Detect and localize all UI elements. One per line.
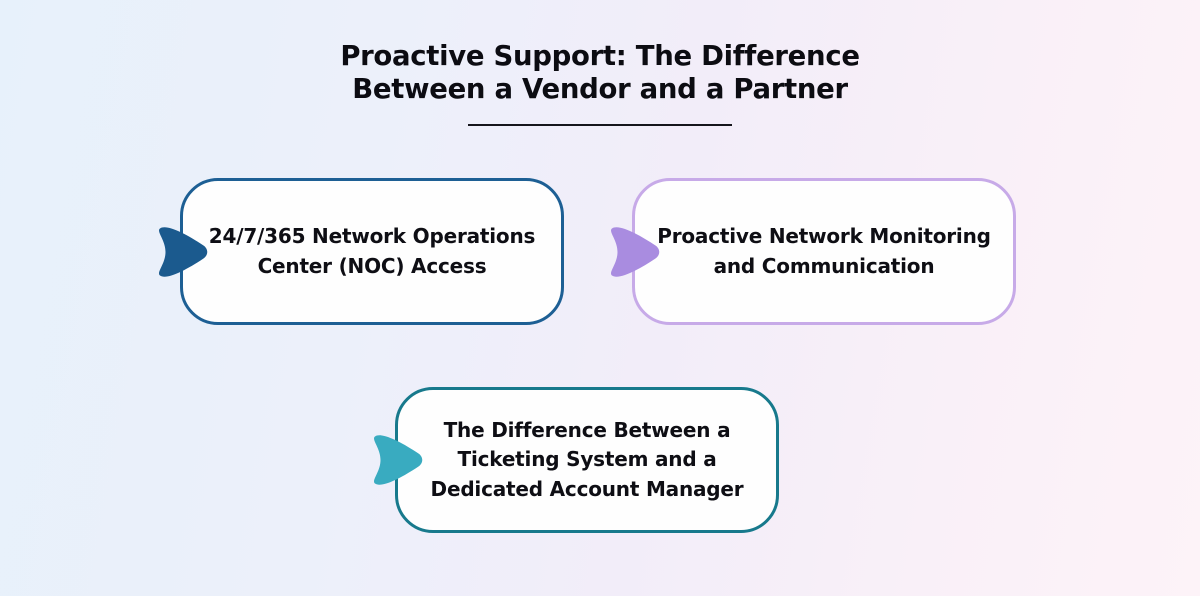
card-label: The Difference Between a Ticketing Syste… — [417, 416, 758, 505]
page-title-line-2: Between a Vendor and a Partner — [352, 73, 848, 105]
card-label: 24/7/365 Network Operations Center (NOC)… — [195, 222, 549, 281]
card-label-line: Proactive Network Monitoring — [657, 224, 991, 248]
title-underline — [468, 124, 732, 126]
card-label-line: Center (NOC) Access — [257, 253, 487, 278]
page-title-line-1: Proactive Support: The Difference — [340, 40, 860, 72]
card-dedicated-account-manager: The Difference Between a Ticketing Syste… — [374, 387, 779, 533]
card-label-line: The Difference Between a — [443, 417, 731, 442]
card-label-line: and Communication — [713, 253, 935, 278]
card-label-line: 24/7/365 Network Operations — [208, 224, 536, 248]
arrow-right-icon — [374, 435, 423, 485]
arrow-right-icon — [611, 226, 660, 277]
card-label-line: Dedicated Account Manager — [430, 476, 744, 501]
page-title: Proactive Support: The Difference Betwee… — [0, 40, 1200, 106]
arrow-right-icon — [159, 226, 208, 277]
card-label: Proactive Network Monitoring and Communi… — [643, 222, 1005, 281]
card-proactive-monitoring: Proactive Network Monitoring and Communi… — [611, 178, 1016, 325]
card-noc-access: 24/7/365 Network Operations Center (NOC)… — [159, 178, 564, 325]
card-label-line: Ticketing System and a — [457, 447, 717, 472]
